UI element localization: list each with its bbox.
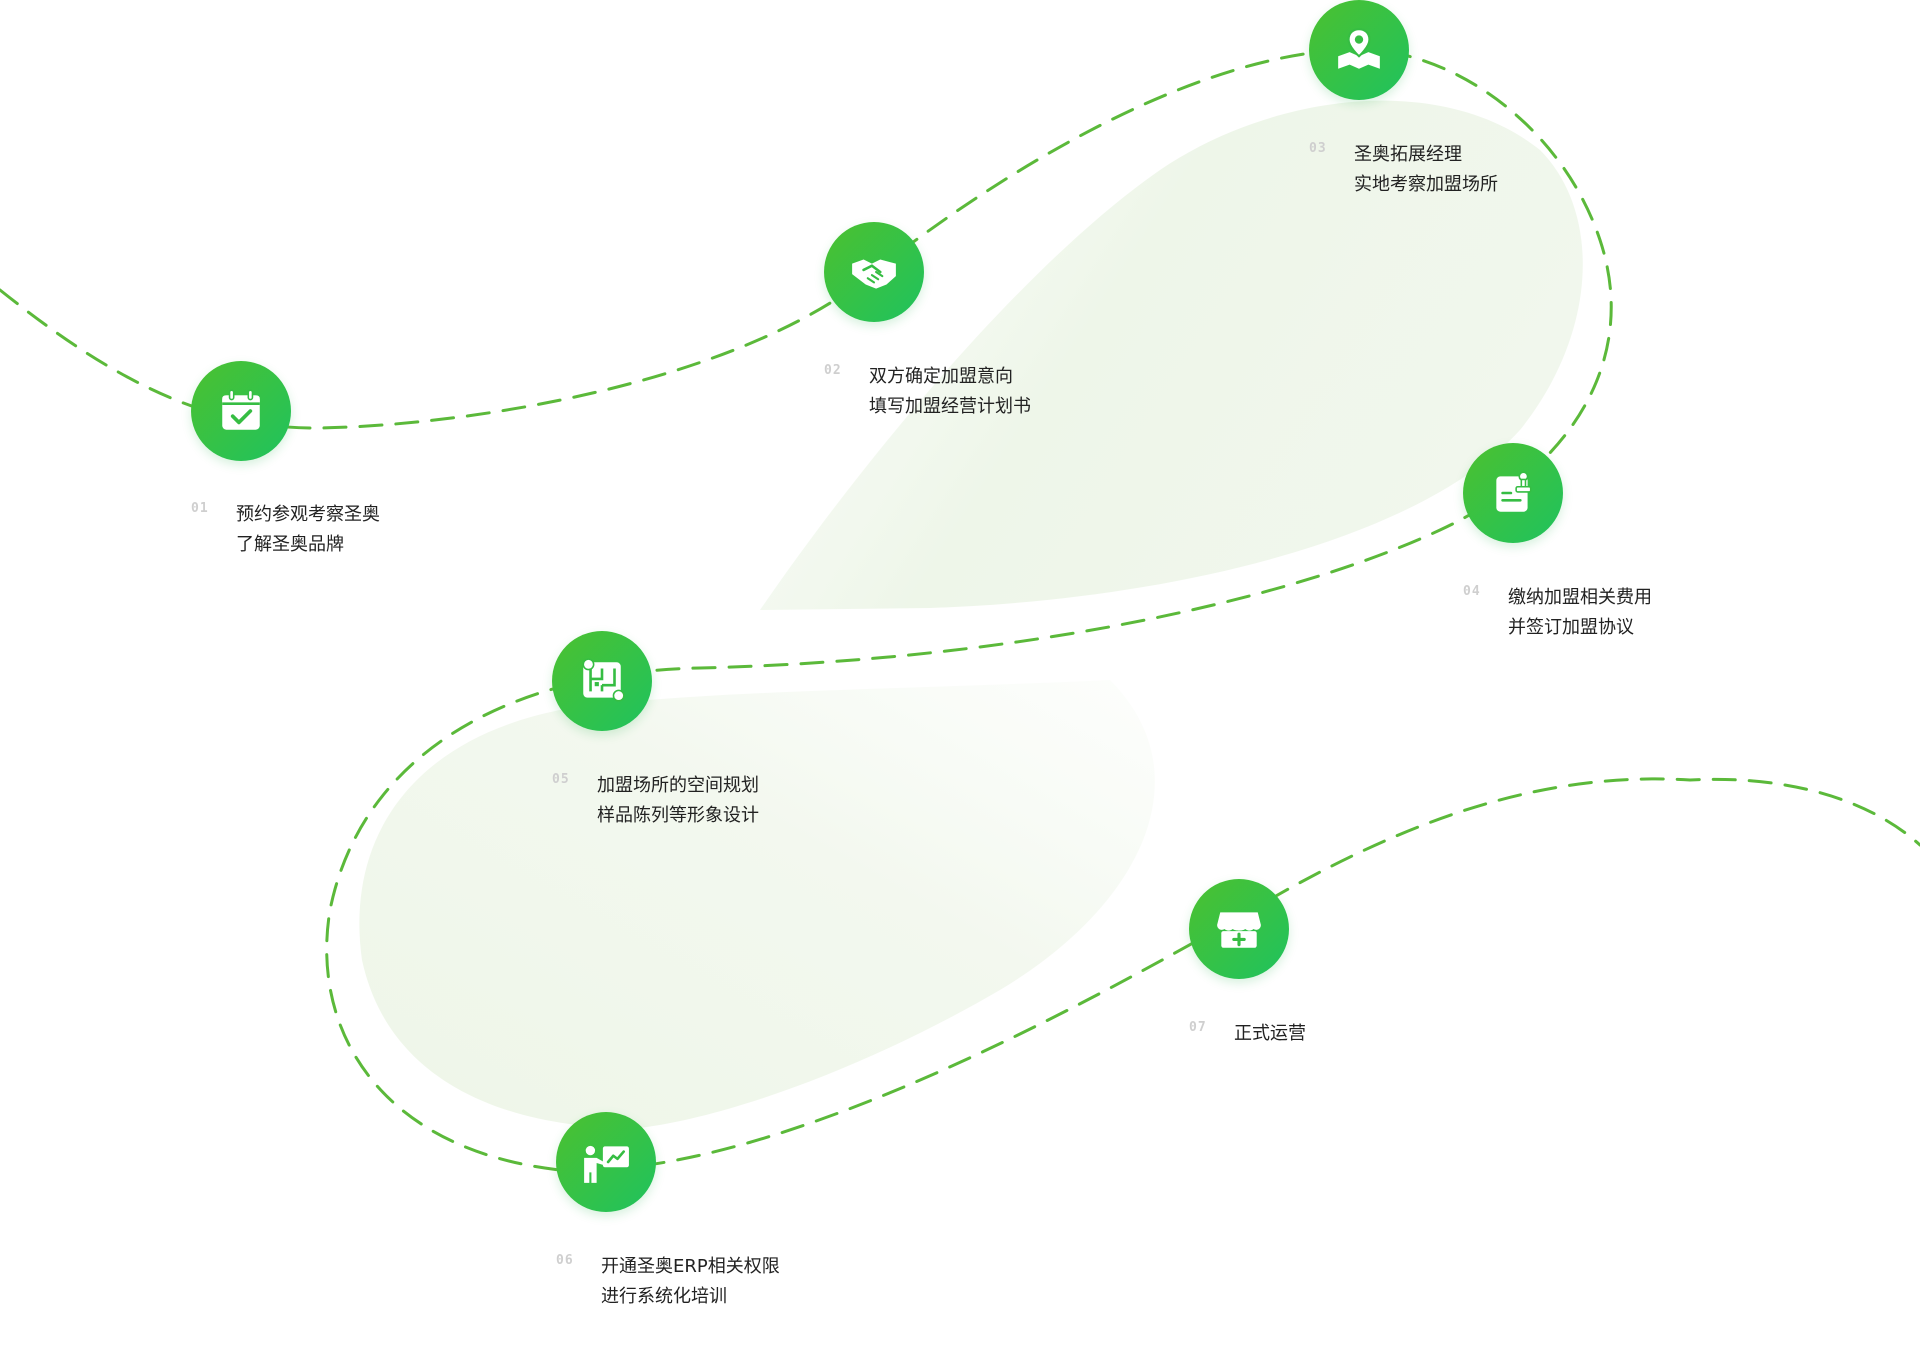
step-01-caption: 01 预约参观考察圣奥 了解圣奥品牌 [191, 500, 380, 560]
map-pin-icon [1338, 28, 1380, 69]
step-text-line: 预约参观考察圣奥 [236, 504, 380, 525]
step-06-icon-button[interactable] [556, 1112, 656, 1212]
step-number: 04 [1463, 584, 1481, 599]
floor-plan-icon [582, 658, 625, 702]
step-text-line: 进行系统化培训 [601, 1286, 727, 1307]
step-02-icon-button[interactable] [824, 222, 924, 322]
step-text-line: 并签订加盟协议 [1508, 617, 1634, 638]
step-text-line: 填写加盟经营计划书 [869, 396, 1031, 417]
calendar-check-icon [222, 389, 260, 430]
step-text-line: 加盟场所的空间规划 [597, 775, 759, 796]
step-03-icon-button[interactable] [1309, 0, 1409, 100]
step-number: 03 [1309, 141, 1327, 156]
step-04-icon-button[interactable] [1463, 443, 1563, 543]
contract-stamp-icon [1496, 471, 1532, 512]
step-number: 06 [556, 1253, 574, 1268]
step-number: 07 [1189, 1020, 1207, 1035]
step-02-caption: 02 双方确定加盟意向 填写加盟经营计划书 [824, 362, 1031, 422]
step-07-icon-button[interactable] [1189, 879, 1289, 979]
upper-blob [760, 100, 1583, 610]
step-number: 01 [191, 501, 209, 516]
step-01-icon-button[interactable] [191, 361, 291, 461]
lower-blob [359, 680, 1155, 1129]
step-text-line: 了解圣奥品牌 [236, 534, 344, 555]
step-text-line: 缴纳加盟相关费用 [1508, 587, 1652, 608]
step-06-caption: 06 开通圣奥ERP相关权限 进行系统化培训 [556, 1252, 780, 1312]
step-text-line: 实地考察加盟场所 [1354, 174, 1498, 195]
step-text-line: 开通圣奥ERP相关权限 [601, 1256, 780, 1277]
step-number: 02 [824, 363, 842, 378]
step-04-caption: 04 缴纳加盟相关费用 并签订加盟协议 [1463, 583, 1652, 643]
handshake-icon [852, 259, 896, 289]
step-number: 05 [552, 772, 570, 787]
step-03-caption: 03 圣奥拓展经理 实地考察加盟场所 [1309, 140, 1498, 200]
step-text-line: 圣奥拓展经理 [1354, 144, 1462, 165]
step-05-icon-button[interactable] [552, 631, 652, 731]
training-presentation-icon [584, 1145, 629, 1183]
store-icon [1217, 912, 1261, 948]
step-text-line: 双方确定加盟意向 [869, 366, 1013, 387]
step-text-line: 样品陈列等形象设计 [597, 805, 759, 826]
step-05-caption: 05 加盟场所的空间规划 样品陈列等形象设计 [552, 771, 759, 831]
step-text-line: 正式运营 [1234, 1023, 1306, 1044]
step-07-caption: 07 正式运营 [1189, 1019, 1306, 1049]
